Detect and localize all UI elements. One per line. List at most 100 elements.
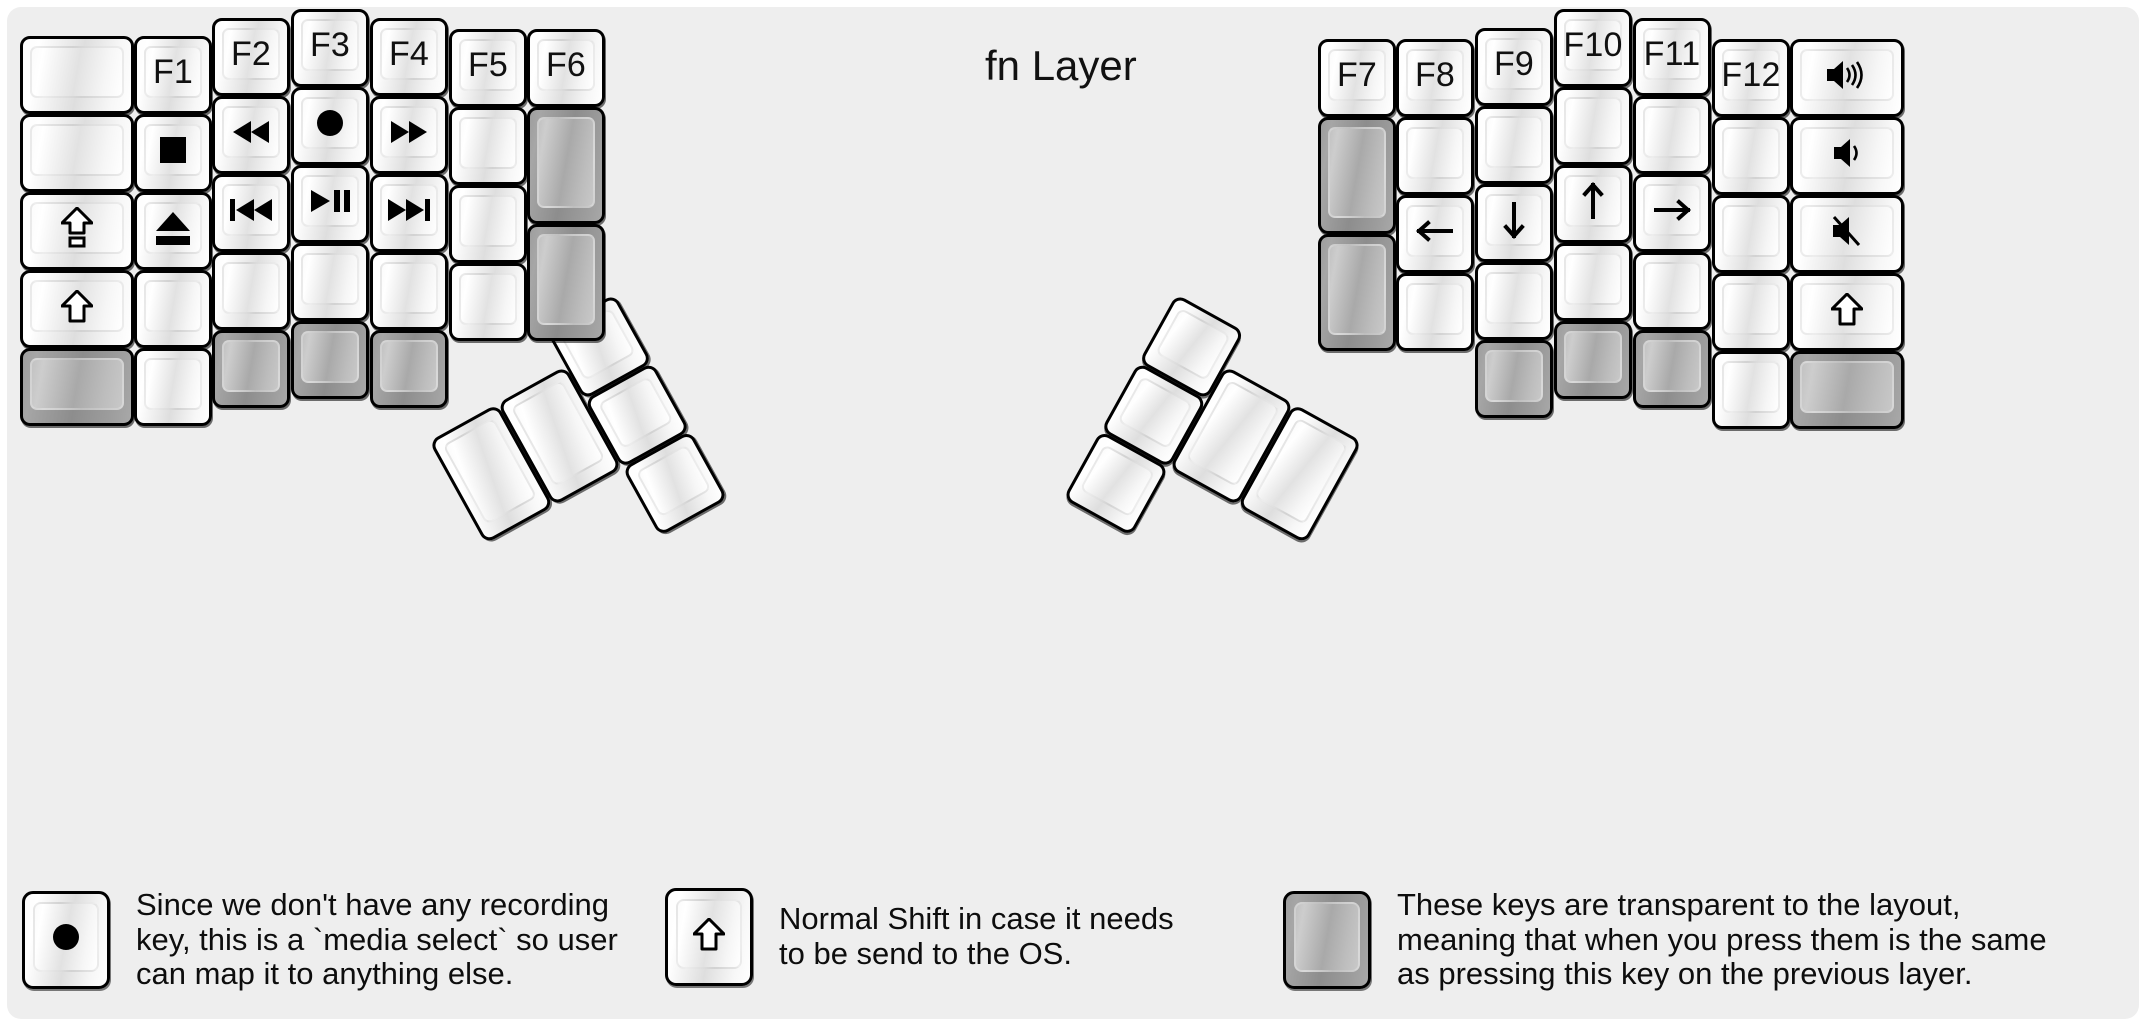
key-blank[interactable]	[291, 243, 369, 321]
key-arrow-left[interactable]	[1396, 195, 1474, 273]
key-blank[interactable]	[1712, 273, 1790, 351]
key-face	[380, 262, 438, 314]
key-f9[interactable]: F9	[1475, 28, 1553, 106]
key-transparent[interactable]	[1790, 351, 1904, 429]
key-transparent[interactable]	[20, 348, 134, 426]
volume-mute-icon	[1833, 216, 1861, 246]
shift-icon	[693, 917, 725, 950]
key-face	[33, 902, 99, 973]
key-blank[interactable]	[1475, 262, 1553, 340]
key-eject[interactable]	[134, 192, 212, 270]
key-blank[interactable]	[134, 348, 212, 426]
key-transparent[interactable]	[212, 330, 290, 408]
key-f8[interactable]: F8	[1396, 39, 1474, 117]
key-arrow-right[interactable]	[1633, 174, 1711, 252]
key-previous-track[interactable]	[212, 174, 290, 252]
key-f7[interactable]: F7	[1318, 39, 1396, 117]
key-face: F10	[1563, 19, 1623, 71]
key-arrow-down[interactable]	[1475, 184, 1553, 262]
key-f5[interactable]: F5	[449, 29, 527, 107]
key-face	[537, 117, 595, 208]
key-label: F9	[1493, 45, 1535, 83]
key-volume-mute[interactable]	[1790, 195, 1904, 273]
key-arrow-up[interactable]	[1554, 165, 1632, 243]
key-blank[interactable]	[134, 270, 212, 348]
key-blank[interactable]	[449, 263, 527, 341]
key-face: F9	[1485, 38, 1543, 90]
key-label: F8	[1414, 56, 1456, 94]
key-blank[interactable]	[1712, 117, 1790, 195]
key-blank[interactable]	[20, 114, 134, 192]
key-face	[1328, 127, 1386, 218]
stop-icon	[160, 137, 186, 163]
key-blank[interactable]	[1396, 273, 1474, 351]
key-f4[interactable]: F4	[370, 18, 448, 96]
key-transparent[interactable]	[1475, 340, 1553, 418]
key-label: F10	[1563, 26, 1623, 64]
key-transparent[interactable]	[1318, 234, 1396, 351]
key-fast-forward[interactable]	[370, 96, 448, 174]
key-face: F8	[1406, 49, 1464, 101]
key-transparent[interactable]	[527, 224, 605, 341]
key-face	[222, 340, 280, 392]
key-blank[interactable]	[1712, 351, 1790, 429]
key-face	[1643, 340, 1701, 392]
key-blank[interactable]	[20, 36, 134, 114]
key-blank[interactable]	[449, 107, 527, 185]
key-face	[1800, 49, 1894, 101]
key-blank[interactable]	[449, 185, 527, 263]
key-transparent[interactable]	[527, 107, 605, 224]
legend-record-key-swatch	[22, 891, 110, 990]
key-next-track[interactable]	[370, 174, 448, 252]
key-transparent[interactable]	[1633, 330, 1711, 408]
key-f12[interactable]: F12	[1712, 39, 1790, 117]
next-track-icon	[388, 199, 430, 221]
key-blank[interactable]	[1554, 243, 1632, 321]
key-blank[interactable]	[1396, 117, 1474, 195]
key-blank[interactable]	[212, 252, 290, 330]
key-rewind[interactable]	[212, 96, 290, 174]
key-face	[144, 358, 202, 410]
key-face	[1800, 361, 1894, 413]
key-f10[interactable]: F10	[1554, 9, 1632, 87]
key-face	[144, 280, 202, 332]
key-blank[interactable]	[1633, 96, 1711, 174]
key-caps-lock[interactable]	[20, 192, 134, 270]
key-play-pause[interactable]	[291, 165, 369, 243]
key-transparent[interactable]	[370, 330, 448, 408]
key-face	[1722, 205, 1780, 257]
key-transparent[interactable]	[291, 321, 369, 399]
key-f1[interactable]: F1	[134, 36, 212, 114]
key-transparent[interactable]	[1554, 321, 1632, 399]
key-volume-up[interactable]	[1790, 39, 1904, 117]
play-pause-icon	[310, 190, 350, 212]
key-record[interactable]	[291, 87, 369, 165]
key-blank[interactable]	[1554, 87, 1632, 165]
key-face	[1485, 350, 1543, 402]
key-f3[interactable]: F3	[291, 9, 369, 87]
key-volume-down[interactable]	[1790, 117, 1904, 195]
key-face	[30, 46, 124, 98]
key-face	[144, 124, 202, 176]
key-face: F12	[1721, 49, 1780, 101]
key-f11[interactable]: F11	[1633, 18, 1711, 96]
page-title: fn Layer	[985, 42, 1137, 89]
key-face	[1800, 127, 1894, 179]
key-blank[interactable]	[1633, 252, 1711, 330]
key-blank[interactable]	[1712, 195, 1790, 273]
key-blank[interactable]	[1475, 106, 1553, 184]
eject-icon	[156, 211, 190, 245]
legend-shift-key-swatch	[665, 888, 753, 986]
key-shift[interactable]	[1790, 273, 1904, 351]
key-face	[1485, 116, 1543, 168]
key-f6[interactable]: F6	[527, 29, 605, 107]
key-transparent[interactable]	[1318, 117, 1396, 234]
key-shift[interactable]	[20, 270, 134, 348]
key-face	[1800, 283, 1894, 335]
key-blank[interactable]	[370, 252, 448, 330]
stop-icon	[160, 137, 186, 163]
key-face	[1643, 106, 1701, 158]
key-stop[interactable]	[134, 114, 212, 192]
key-f2[interactable]: F2	[212, 18, 290, 96]
